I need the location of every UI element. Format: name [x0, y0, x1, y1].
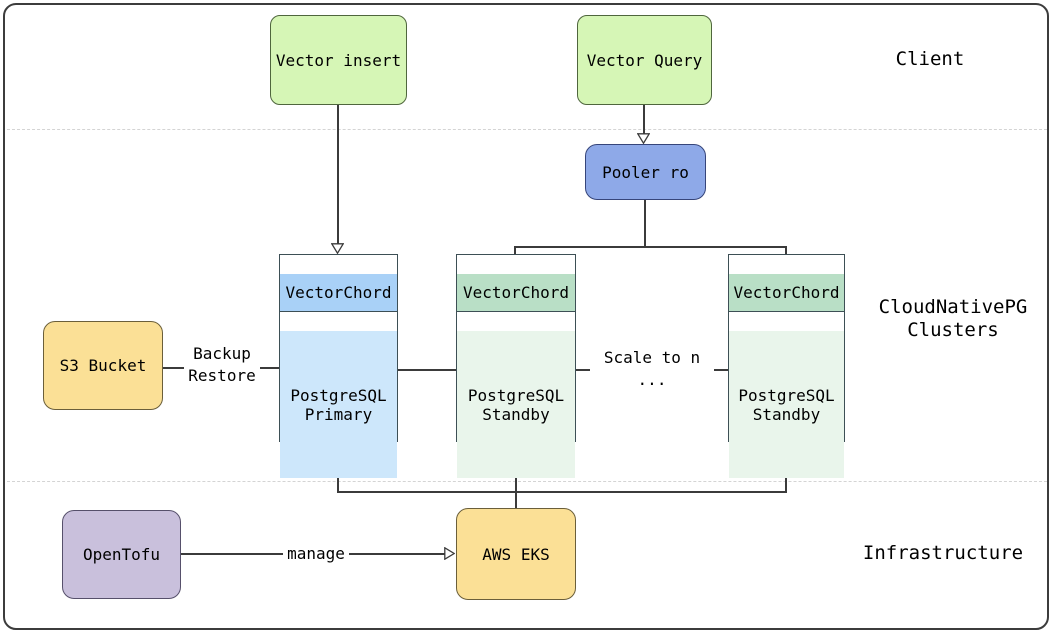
divider-clusters-infrastructure: [7, 481, 1047, 482]
edge-pooler-branch: [514, 246, 787, 248]
edge-branch-drop-standby1: [514, 246, 516, 255]
postgresql-primary-header: VectorChord: [280, 274, 397, 312]
edge-branch-drop-standby2: [785, 246, 787, 255]
divider-client-clusters: [7, 129, 1047, 130]
vectorchord-label: VectorChord: [463, 283, 569, 302]
pooler-ro-label: Pooler ro: [602, 162, 689, 182]
section-label-infrastructure: Infrastructure: [862, 542, 1024, 564]
arrowhead-down-primary-icon: [330, 243, 345, 255]
postgresql-standby-2-body: PostgreSQL Standby: [729, 331, 844, 478]
node-postgresql-standby-2: VectorChord PostgreSQL Standby: [728, 254, 845, 478]
node-vector-insert: Vector insert: [270, 15, 407, 105]
vectorchord-label: VectorChord: [733, 283, 840, 302]
vector-query-label: Vector Query: [586, 50, 703, 70]
node-postgresql-standby-1: VectorChord PostgreSQL Standby: [456, 254, 576, 478]
edge-bottom-branch: [337, 491, 787, 493]
s3-bucket-label: S3 Bucket: [59, 356, 147, 375]
edge-pooler-stem: [644, 200, 646, 247]
opentofu-label: OpenTofu: [82, 545, 161, 564]
node-s3-bucket: S3 Bucket: [43, 321, 163, 410]
section-label-cloudnativepg-clusters: CloudNativePG Clusters: [878, 296, 1028, 341]
postgresql-primary-body: PostgreSQL Primary: [280, 331, 397, 478]
aws-eks-label: AWS EKS: [482, 544, 550, 564]
section-label-client: Client: [895, 48, 965, 70]
node-vector-query: Vector Query: [577, 15, 712, 105]
node-postgresql-primary: VectorChord PostgreSQL Primary: [279, 254, 398, 478]
node-aws-eks: AWS EKS: [456, 508, 576, 600]
edge-label-manage: manage: [283, 543, 349, 565]
edge-vector-query-to-pooler: [643, 105, 645, 134]
postgresql-standby-1-header: VectorChord: [457, 274, 575, 312]
postgresql-standby-2-label: PostgreSQL Standby: [738, 385, 835, 424]
postgresql-standby-1-label: PostgreSQL Standby: [467, 385, 565, 424]
arrowhead-down-pooler-icon: [636, 133, 651, 145]
node-opentofu: OpenTofu: [62, 510, 181, 599]
postgresql-standby-1-body: PostgreSQL Standby: [457, 331, 575, 478]
postgresql-primary-label: PostgreSQL Primary: [290, 385, 387, 424]
edge-primary-to-standby1: [398, 369, 456, 371]
edge-label-scale-to-n: Scale to n ...: [590, 347, 714, 391]
vectorchord-label: VectorChord: [285, 283, 392, 302]
edge-vector-insert-to-primary: [337, 105, 339, 244]
postgresql-standby-2-header: VectorChord: [729, 274, 844, 312]
node-pooler-ro: Pooler ro: [585, 144, 706, 200]
edge-label-backup-restore: Backup Restore: [184, 343, 260, 387]
vector-insert-label: Vector insert: [275, 50, 402, 70]
arrowhead-right-eks-icon: [444, 546, 456, 561]
